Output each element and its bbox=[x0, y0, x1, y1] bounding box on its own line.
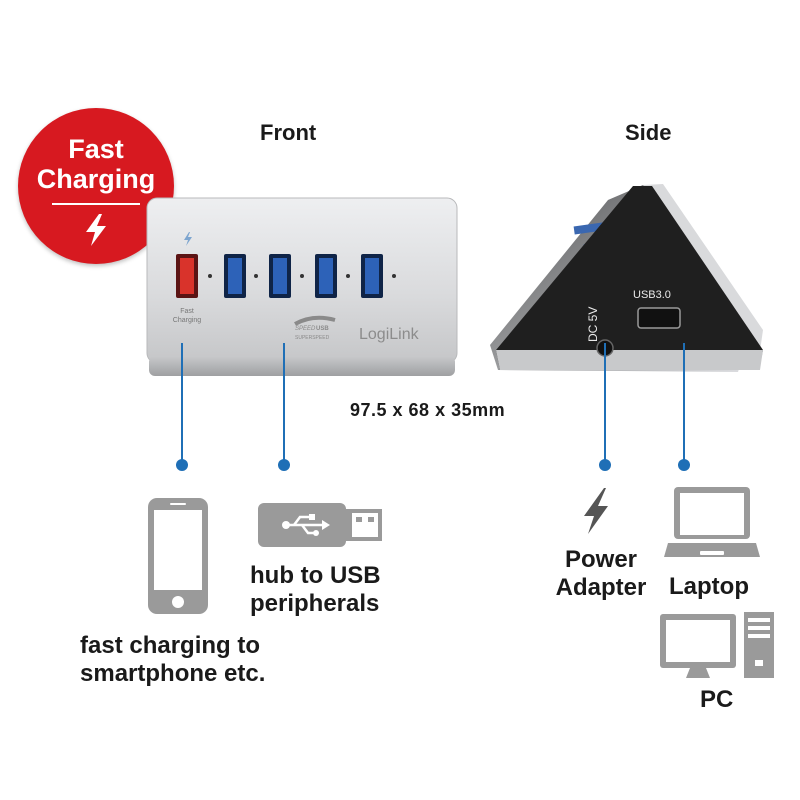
badge-divider bbox=[52, 203, 140, 205]
connector-dot-fast-charging bbox=[176, 459, 188, 471]
connector-line-usb bbox=[283, 343, 285, 465]
connector-line-fast-charging bbox=[181, 343, 183, 465]
usb30-port bbox=[637, 307, 681, 329]
hub-side-svg: DC 5V USB3.0 bbox=[490, 184, 763, 372]
caption-usb-peripherals: hub to USB peripherals bbox=[250, 562, 381, 618]
power-bolt-icon bbox=[584, 488, 608, 534]
speed-text: SPEED bbox=[295, 326, 316, 332]
brand-logo: LogiLink bbox=[359, 326, 420, 343]
hub-front-image: Fast Charging SPEED USB SUPERSPEED LogiL… bbox=[145, 196, 460, 381]
caption-usb-line-2: peripherals bbox=[250, 590, 380, 617]
connector-dot-laptop bbox=[678, 459, 690, 471]
connector-line-power bbox=[604, 343, 606, 465]
hub-side-image: DC 5V USB3.0 bbox=[488, 180, 773, 380]
caption-power-line-1: Power bbox=[564, 546, 638, 573]
badge-line-2: Charging bbox=[36, 164, 156, 194]
superspeed-text: SUPERSPEED bbox=[295, 335, 330, 341]
usb30-label: USB3.0 bbox=[633, 289, 671, 301]
usb-ports bbox=[176, 254, 396, 298]
caption-usb-line-1: hub to USB bbox=[250, 562, 381, 589]
caption-power-line-2: Adapter bbox=[555, 574, 647, 601]
port-label-line-1: Fast bbox=[180, 308, 194, 315]
pc-icon bbox=[660, 612, 774, 678]
superspeed-logo: SPEED USB SUPERSPEED bbox=[294, 315, 336, 341]
smartphone-icon bbox=[148, 498, 208, 614]
caption-smartphone: fast charging to smartphone etc. bbox=[80, 632, 265, 688]
badge-text: Fast Charging bbox=[18, 134, 174, 194]
caption-power-adapter: Power Adapter bbox=[546, 546, 656, 602]
lightning-bolt-icon bbox=[86, 214, 106, 246]
caption-pc: PC bbox=[700, 686, 734, 713]
badge-line-1: Fast bbox=[68, 134, 124, 164]
charge-indicator-icon bbox=[184, 232, 192, 246]
dimensions-text: 97.5 x 68 x 35mm bbox=[350, 400, 506, 420]
usb-stick-icon bbox=[258, 503, 382, 547]
connector-line-laptop bbox=[683, 343, 685, 465]
fast-charging-badge: Fast Charging bbox=[18, 108, 174, 264]
hub-front-svg: Fast Charging SPEED USB SUPERSPEED LogiL… bbox=[146, 197, 458, 376]
caption-smartphone-line-1: fast charging to bbox=[80, 632, 261, 659]
usb-symbol-icon bbox=[286, 515, 322, 535]
dc-label: DC 5V bbox=[586, 307, 600, 342]
caption-laptop: Laptop bbox=[669, 573, 749, 600]
front-heading: Front bbox=[260, 120, 317, 145]
connector-dot-usb bbox=[278, 459, 290, 471]
usb-text: USB bbox=[316, 326, 329, 332]
port-label-line-2: Charging bbox=[173, 317, 202, 324]
connector-dot-power bbox=[599, 459, 611, 471]
caption-smartphone-line-2: smartphone etc. bbox=[80, 660, 266, 687]
side-heading: Side bbox=[625, 120, 672, 145]
laptop-icon bbox=[664, 487, 760, 557]
